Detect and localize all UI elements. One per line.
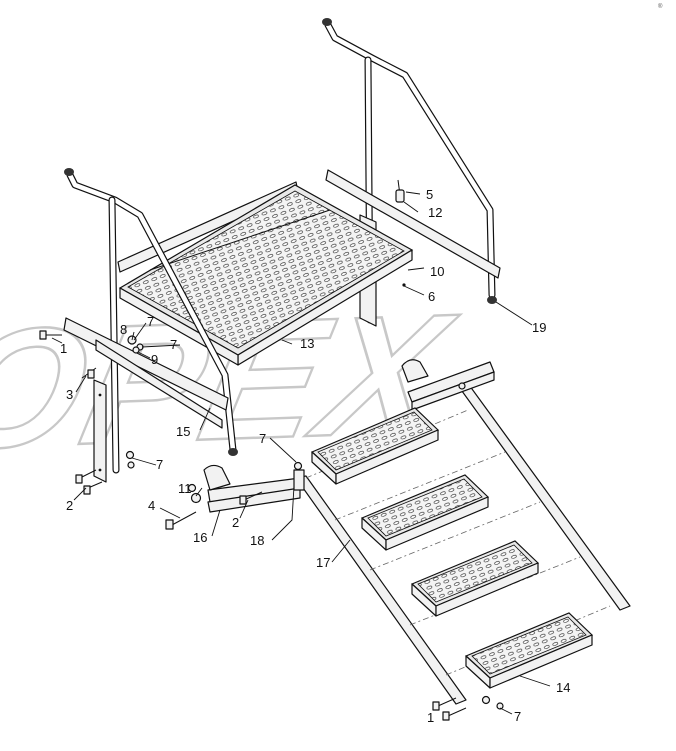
callout-7: 7: [156, 457, 163, 472]
callout-10: 10: [430, 264, 444, 279]
callout-7: 7: [147, 314, 154, 329]
callout-14: 14: [556, 680, 570, 695]
callout-4: 4: [148, 498, 155, 513]
callout-1: 1: [427, 710, 434, 725]
callout-2: 2: [232, 515, 239, 530]
left-side-rails: [63, 317, 229, 483]
callout-2: 2: [66, 498, 73, 513]
callout-15: 15: [176, 424, 190, 439]
callout-17: 17: [316, 555, 330, 570]
corner-mark: ®: [658, 3, 663, 10]
tread-2: [360, 474, 490, 551]
bolts-bottom: [432, 695, 504, 721]
callout-9: 9: [151, 352, 158, 367]
top-bracket: [401, 359, 495, 411]
callout-7: 7: [170, 337, 177, 352]
callout-16: 16: [193, 530, 207, 545]
tread-4: [464, 612, 594, 689]
callout-7: 7: [259, 431, 266, 446]
callout-1: 1: [60, 341, 67, 356]
leader-lines: [51, 191, 551, 715]
callout-13: 13: [300, 336, 314, 351]
callout-6: 6: [428, 289, 435, 304]
foot-cap-19: [487, 296, 497, 304]
bolts-left: [39, 330, 303, 495]
callout-12: 12: [428, 205, 442, 220]
stair-treads-14: [310, 407, 594, 689]
callout-3: 3: [66, 387, 73, 402]
callout-18: 18: [250, 533, 264, 548]
callout-11: 11: [178, 481, 192, 496]
tread-3: [410, 540, 540, 617]
callout-labels: 1 1 2 2 3 4 5 6 7 7 7 7 7 8 9 10 11 12 1…: [60, 187, 570, 725]
bracket-16: [165, 464, 303, 530]
tread-1: [310, 407, 440, 485]
right-handrail: [322, 18, 497, 324]
left-handrail-15: [64, 168, 238, 474]
callout-5: 5: [426, 187, 433, 202]
callout-7: 7: [514, 709, 521, 724]
callout-8: 8: [120, 322, 127, 337]
callout-19: 19: [532, 320, 546, 335]
